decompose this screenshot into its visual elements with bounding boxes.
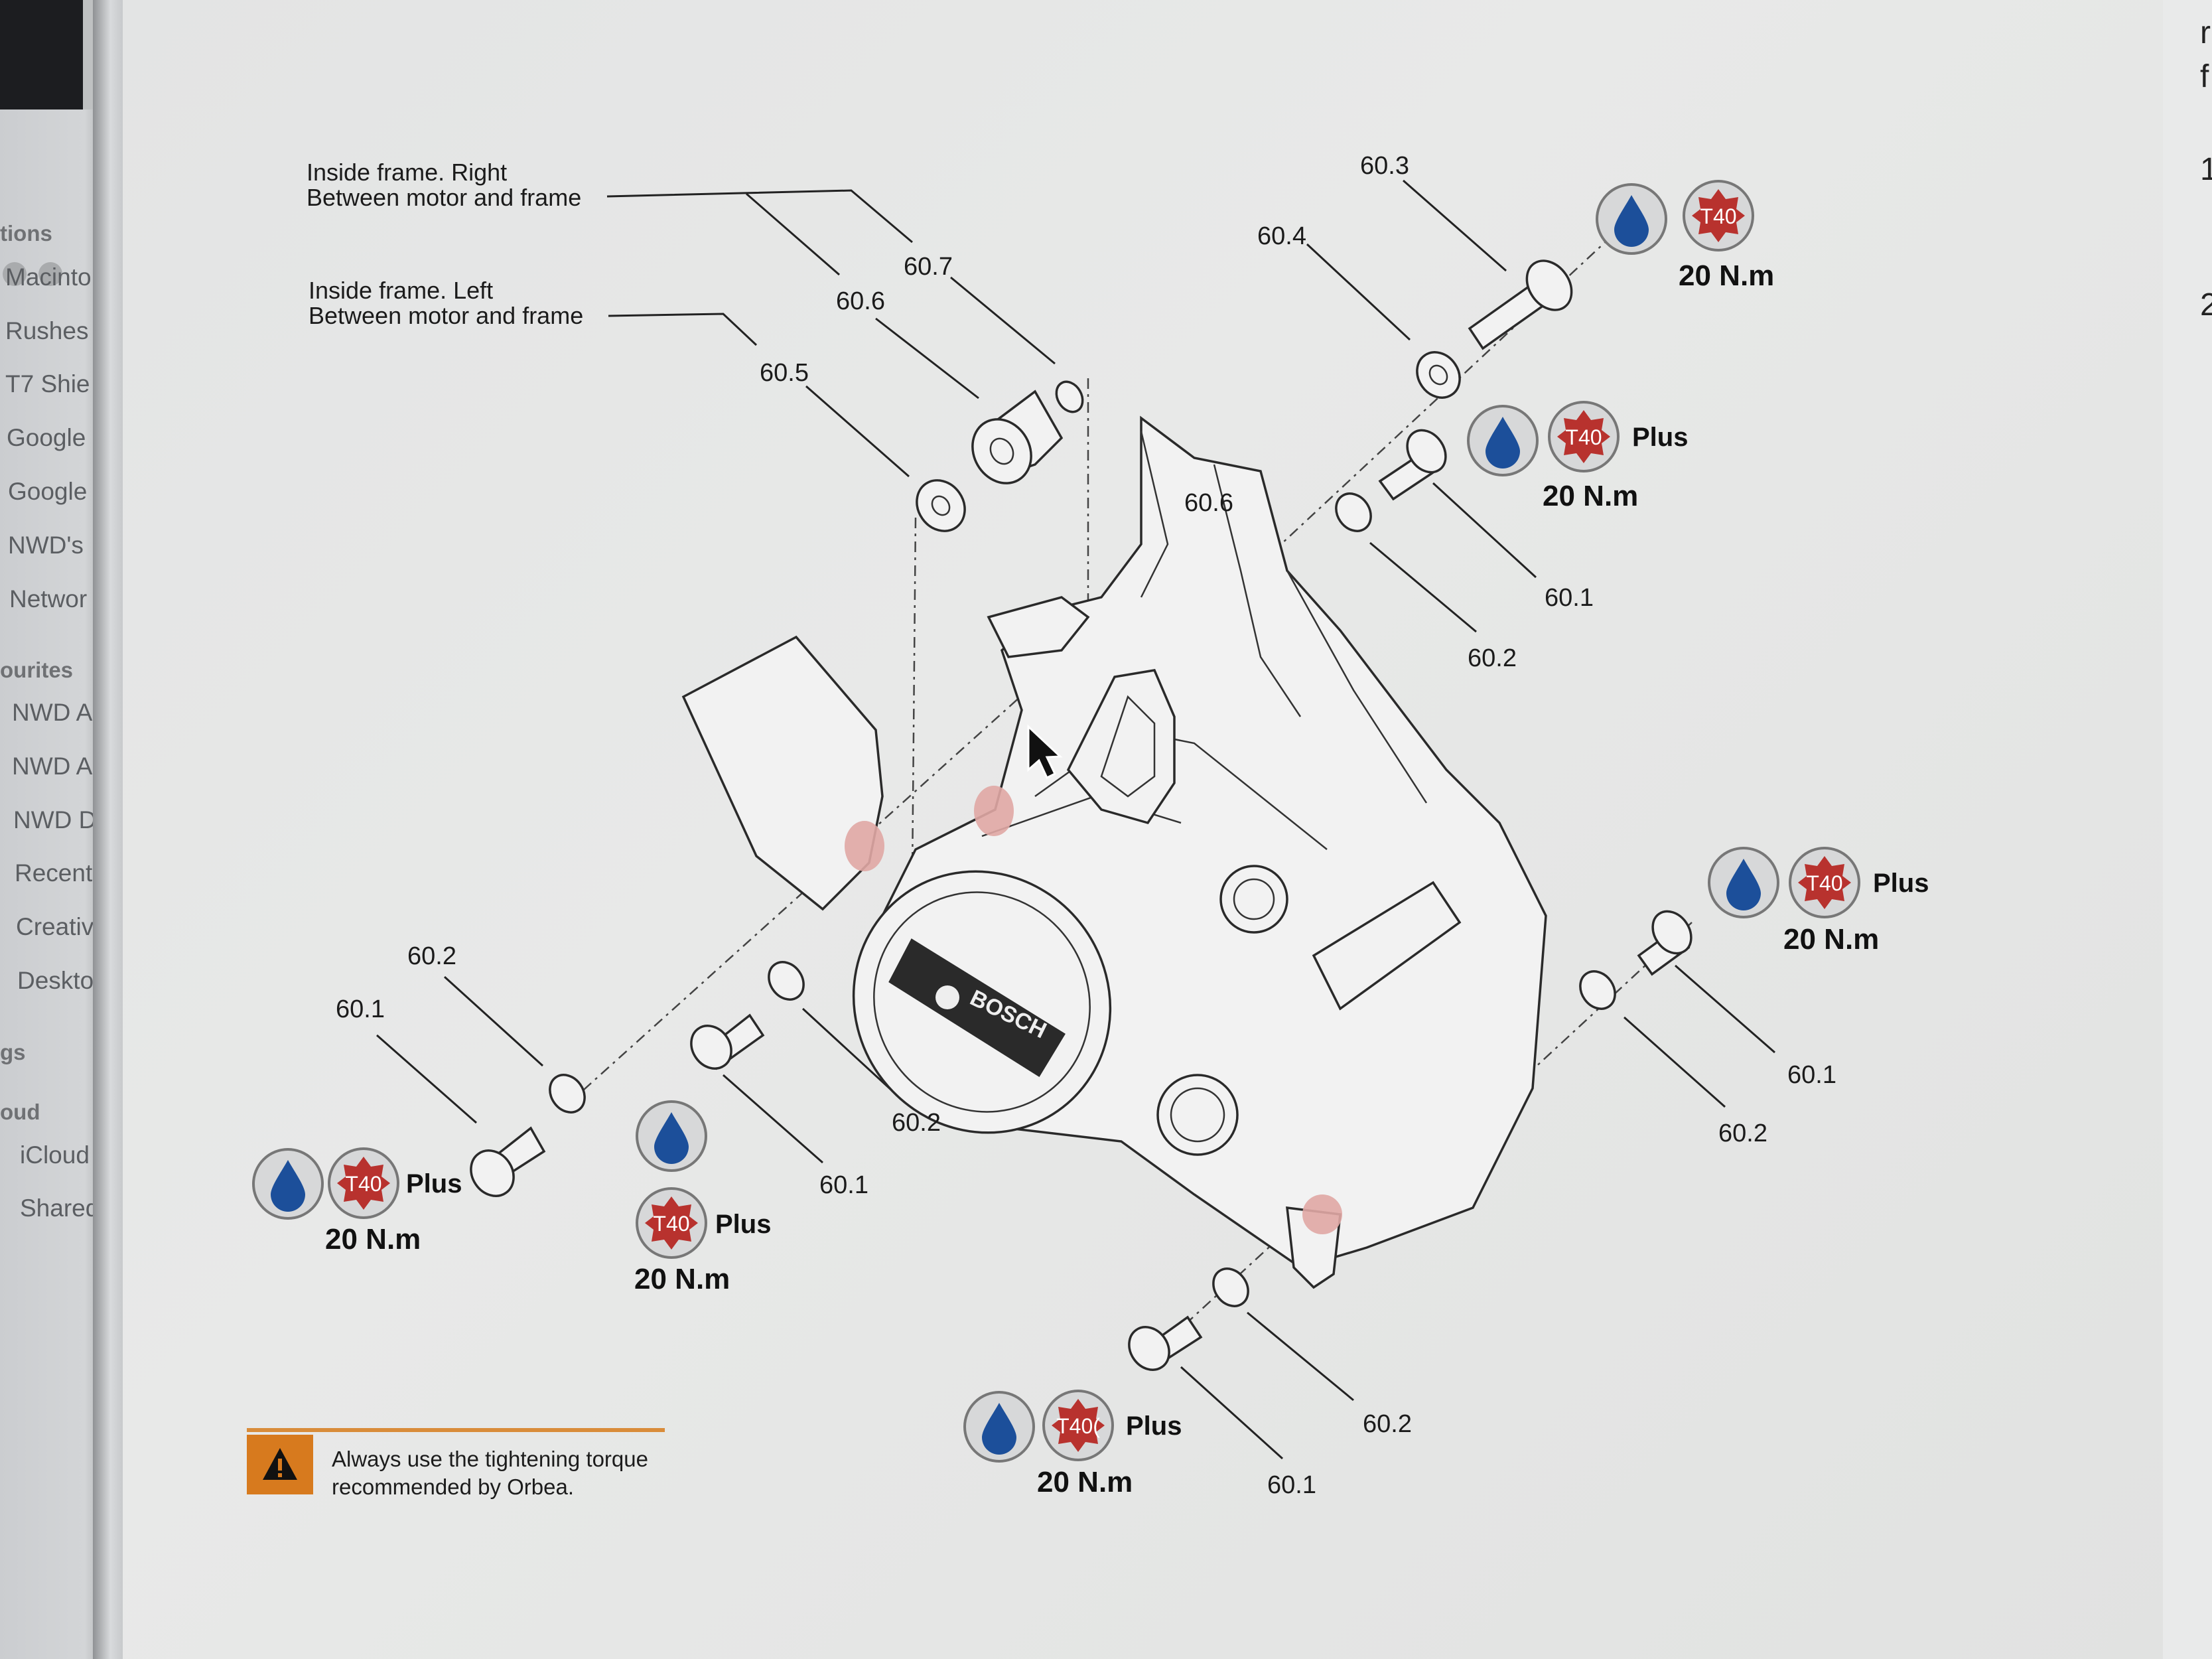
sidebar-heading-tags: gs	[0, 1040, 26, 1064]
warning-line-1: Always use the tightening torque	[332, 1447, 648, 1471]
torx-label: T40	[345, 1172, 381, 1196]
threadlock-icon	[252, 1148, 324, 1220]
washer-60-5	[916, 479, 966, 532]
plus-label: Plus	[1632, 423, 1688, 452]
margin-char-1: r	[2200, 15, 2211, 50]
spec-right: T40 Plus 20 N.m	[1708, 847, 1929, 956]
callout-60-1-top-right: 60.1	[1545, 584, 1594, 612]
sidebar-item-desktop[interactable]: Deskto	[17, 967, 94, 994]
warning-box: Always use the tightening torque recomme…	[247, 1428, 665, 1499]
callout-60-2-bottom: 60.2	[1363, 1410, 1412, 1438]
window-minimize-button[interactable]	[38, 262, 62, 286]
torx-label: T40(	[1056, 1414, 1100, 1438]
torx-label: T40	[1565, 425, 1602, 449]
callout-60-6-frame: 60.6	[1184, 489, 1233, 517]
torx-label: T40	[1806, 871, 1842, 895]
torque-value: 20 N.m	[1543, 480, 1638, 512]
sidebar-item-nwd-a-2[interactable]: NWD A	[12, 753, 93, 780]
spec-bottom: T40( Plus 20 N.m	[963, 1390, 1182, 1498]
threadlock-icon	[963, 1391, 1035, 1463]
margin-char-3: 1	[2200, 152, 2212, 187]
sidebar-item-network[interactable]: Networ	[9, 585, 88, 613]
washer-60-4	[1416, 351, 1461, 399]
warning-line-2: recommended by Orbea.	[332, 1475, 575, 1499]
margin-char-4: 2	[2200, 287, 2212, 323]
callout-60-1-bottom: 60.1	[1267, 1471, 1316, 1499]
note-right-line2: Between motor and frame	[307, 184, 581, 211]
spacer-60-6	[971, 390, 1064, 484]
callout-60-6-top: 60.6	[836, 287, 885, 315]
torque-value: 20 N.m	[1679, 259, 1774, 292]
sidebar-item-rushes[interactable]: Rushes	[5, 317, 89, 344]
callout-60-4: 60.4	[1257, 222, 1306, 250]
torque-value: 20 N.m	[325, 1223, 421, 1256]
finder-sidebar: tions Macinto Rushes T7 Shie Google Goog…	[0, 109, 100, 1659]
threadlock-icon	[1708, 847, 1779, 918]
sidebar-item-nwd-a-1[interactable]: NWD A	[12, 699, 93, 726]
right-margin: r f 1 2	[2163, 0, 2212, 1659]
sidebar-item-creative[interactable]: Creativ	[16, 913, 94, 940]
spec-top-right: T40 20 N.m	[1596, 180, 1774, 292]
margin-char-2: f	[2200, 59, 2209, 94]
torque-value: 20 N.m	[1783, 923, 1879, 956]
plus-label: Plus	[1873, 869, 1929, 898]
threadlock-icon	[1467, 405, 1539, 476]
bolt-60-3	[1468, 259, 1573, 350]
threadlock-icon	[636, 1100, 707, 1172]
callout-60-2-middle: 60.2	[892, 1109, 941, 1137]
callout-60-5: 60.5	[760, 359, 809, 387]
spec-upper-middle: T40 Plus 20 N.m	[1467, 401, 1688, 512]
sidebar-item-nwds[interactable]: NWD's	[8, 532, 84, 559]
window-close-button[interactable]	[3, 262, 27, 286]
sidebar-item-t7-shield[interactable]: T7 Shie	[5, 370, 90, 397]
sidebar-item-google-1[interactable]: Google	[7, 424, 86, 451]
sidebar-heading-favourites: ourites	[0, 658, 74, 682]
threadlock-icon	[1596, 183, 1667, 255]
callout-60-3: 60.3	[1360, 152, 1409, 180]
note-left-line1: Inside frame. Left	[309, 277, 493, 304]
hardware-parts	[470, 259, 1693, 1371]
spec-left: T40 Plus 20 N.m	[252, 1147, 462, 1256]
torque-value: 20 N.m	[634, 1263, 730, 1295]
warning-icon	[247, 1435, 313, 1494]
torx-label: T40	[653, 1212, 689, 1236]
oring-60-7	[1055, 380, 1084, 413]
callout-60-1-left: 60.1	[336, 995, 385, 1023]
torx-label: T40	[1700, 204, 1736, 228]
spec-middle: T40 Plus 20 N.m	[634, 1100, 771, 1295]
plus-label: Plus	[715, 1210, 771, 1239]
warning-rule	[247, 1428, 665, 1432]
warning-text: Always use the tightening torque recomme…	[332, 1445, 677, 1501]
note-right-line1: Inside frame. Right	[307, 159, 507, 186]
plus-label: Plus	[406, 1169, 462, 1198]
callout-60-2-left: 60.2	[407, 942, 456, 970]
callout-60-1-middle: 60.1	[819, 1171, 868, 1199]
frame-body: BOSCH	[681, 415, 1547, 1289]
sidebar-item-icloud[interactable]: iCloud	[20, 1141, 90, 1169]
mouse-cursor-icon	[1027, 724, 1063, 780]
leader-lines	[376, 179, 1775, 1460]
sidebar-item-shared[interactable]: Shared	[20, 1194, 100, 1222]
callout-60-7: 60.7	[904, 253, 953, 281]
note-left-line2: Between motor and frame	[309, 302, 583, 329]
callout-60-1-right: 60.1	[1787, 1061, 1836, 1089]
torque-value: 20 N.m	[1037, 1466, 1133, 1498]
plus-label: Plus	[1126, 1411, 1182, 1441]
window-edge	[93, 0, 125, 1659]
sidebar-item-recents[interactable]: Recent	[15, 859, 93, 887]
sidebar-heading-locations: tions	[0, 221, 52, 246]
sidebar-item-macintosh[interactable]: Macinto	[5, 263, 92, 291]
callout-60-2-top-right: 60.2	[1468, 644, 1517, 672]
sidebar-heading-icloud: oud	[0, 1100, 40, 1124]
sidebar-item-google-2[interactable]: Google	[8, 478, 88, 505]
window-titlebar	[0, 0, 83, 109]
callout-60-2-right: 60.2	[1718, 1119, 1767, 1147]
sidebar-item-nwd-d[interactable]: NWD D	[13, 806, 97, 833]
